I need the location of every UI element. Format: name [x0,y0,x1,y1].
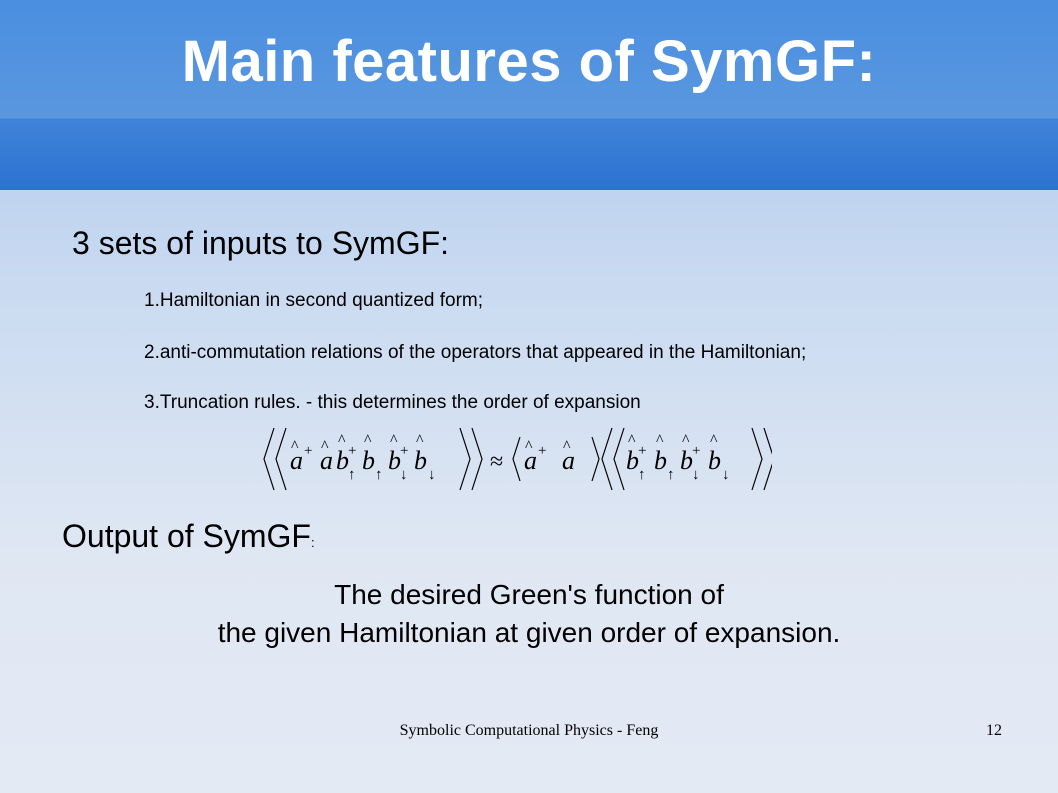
svg-text:↓: ↓ [400,467,408,483]
svg-text:^: ^ [656,432,664,449]
output-description: The desired Green's function of the give… [0,576,1058,652]
svg-text:^: ^ [321,438,329,455]
svg-text:↓: ↓ [692,467,700,483]
svg-text:^: ^ [682,432,690,449]
list-item: 3.Truncation rules. - this determines th… [144,392,641,413]
svg-text:↑: ↑ [667,467,675,483]
svg-text:↑: ↑ [638,467,646,483]
svg-text:+: + [400,443,408,459]
svg-text:b: b [708,446,721,475]
title-header: Main features of SymGF: [0,0,1058,190]
output-line: the given Hamiltonian at given order of … [217,617,841,648]
svg-text:b: b [336,446,349,475]
svg-text:^: ^ [291,438,299,455]
svg-text:↓: ↓ [722,467,730,483]
output-heading-colon: : [310,535,315,550]
svg-text:+: + [538,443,546,459]
svg-text:+: + [348,443,356,459]
output-heading: Output of SymGF: [62,518,315,555]
output-line: The desired Green's function of [334,579,724,610]
list-item: 1.Hamiltonian in second quantized form; [144,290,484,311]
svg-text:b: b [414,446,427,475]
svg-text:a: a [524,446,537,475]
truncation-formula: a+ a b+↑ b↑ b+↓ b↓ ≈ a+ a b+↑ b↑ b+↓ b↓ … [263,427,772,491]
svg-text:+: + [692,443,700,459]
slide-title: Main features of SymGF: [181,29,877,94]
header-band [0,120,1058,190]
svg-text:↓: ↓ [428,467,436,483]
svg-text:^: ^ [563,438,571,455]
svg-text:^: ^ [390,432,398,449]
svg-text:^: ^ [525,438,533,455]
svg-text:+: + [638,443,646,459]
svg-text:^: ^ [416,432,424,449]
svg-text:≈: ≈ [490,449,503,475]
svg-text:^: ^ [628,432,636,449]
svg-text:↑: ↑ [348,467,356,483]
svg-text:b: b [626,446,639,475]
svg-text:^: ^ [710,432,718,449]
svg-text:a: a [562,446,575,475]
svg-text:+: + [304,443,312,459]
svg-text:b: b [362,446,375,475]
svg-text:a: a [320,446,333,475]
svg-text:↑: ↑ [375,467,383,483]
list-item: 2.anti-commutation relations of the oper… [144,342,807,363]
svg-text:^: ^ [364,432,372,449]
svg-text:^: ^ [338,432,346,449]
output-heading-text: Output of SymGF [62,518,311,554]
svg-text:b: b [654,446,667,475]
svg-text:b: b [680,446,693,475]
svg-text:a: a [290,446,303,475]
page-number: 12 [986,722,1002,739]
inputs-heading: 3 sets of inputs to SymGF: [72,225,450,261]
svg-text:b: b [388,446,401,475]
footer-text: Symbolic Computational Physics - Feng [399,722,659,739]
